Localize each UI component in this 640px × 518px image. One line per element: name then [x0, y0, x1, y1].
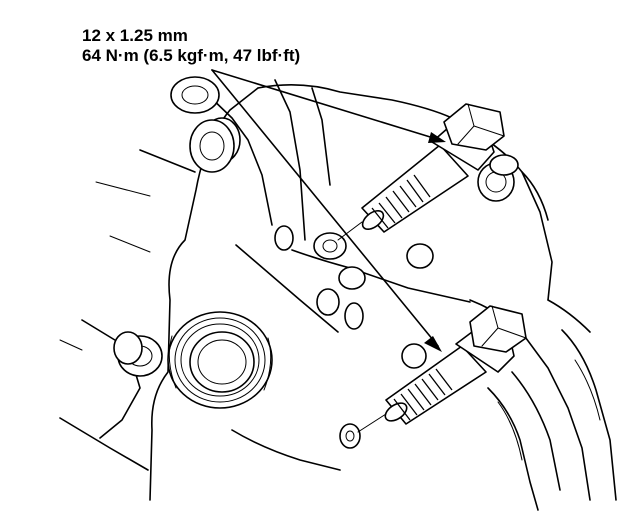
- cover-right: [467, 127, 617, 511]
- bolt-size-label: 12 x 1.25 mm: [82, 26, 188, 45]
- bosses: [113, 76, 519, 449]
- alignment-lines: [337, 221, 387, 433]
- torque-spec-label: 64 N·m (6.5 kgf·m, 47 lbf·ft): [82, 46, 301, 65]
- leader-to-lower-bolt: [211, 69, 439, 347]
- leader-to-upper-bolt: [211, 69, 441, 141]
- oil-seal: [167, 311, 273, 409]
- lower-bolt: [384, 305, 527, 425]
- leader-lines: [211, 69, 446, 352]
- upper-bolt: [361, 103, 505, 233]
- housing-outline: [59, 79, 471, 501]
- arrowhead-lower: [424, 336, 442, 352]
- arrowhead-upper: [428, 132, 446, 143]
